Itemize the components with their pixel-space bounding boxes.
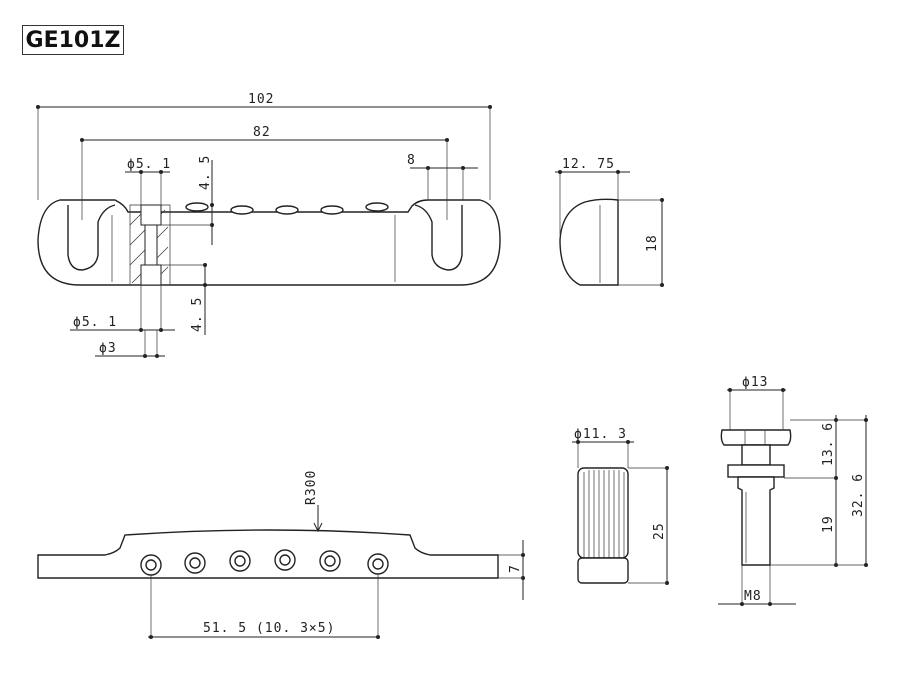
dim-side-height: 18	[645, 234, 660, 252]
dim-slot-width: 8	[407, 153, 416, 168]
dim-hole-dia-bottom: ϕ5. 1	[73, 315, 117, 330]
dim-top-total: 102	[248, 92, 274, 107]
stud-bolt	[718, 388, 868, 606]
model-title: GE101Z	[22, 25, 124, 55]
dim-string-spacing: 51. 5 (10. 3×5)	[203, 621, 335, 636]
dim-stud-total: 32. 6	[851, 473, 866, 517]
dim-hole-small: ϕ3	[99, 341, 117, 356]
tailpiece-front-view	[37, 505, 525, 639]
knurled-post	[572, 440, 669, 585]
dim-hole-dia-top: ϕ5. 1	[127, 157, 171, 172]
dim-height-front: 7	[508, 564, 523, 573]
dim-post-height: 25	[652, 522, 667, 540]
dim-stud-upper: 13. 6	[821, 422, 836, 466]
dim-stud-head-dia: ϕ13	[742, 375, 768, 390]
dim-side-width: 12. 75	[562, 157, 615, 172]
dim-post-dia: ϕ11. 3	[574, 427, 627, 442]
dim-slot-depth-top: 4. 5	[198, 155, 213, 190]
string-saddles	[140, 549, 389, 576]
dim-stud-thread: M8	[744, 589, 762, 604]
dimension-lines-top	[36, 105, 492, 358]
dim-radius: R300	[304, 470, 319, 505]
tailpiece-side-view	[555, 170, 664, 287]
dim-stud-thread-len: 19	[821, 515, 836, 533]
dim-top-span: 82	[253, 125, 271, 140]
dim-slot-depth-bottom: 4. 5	[190, 297, 205, 332]
tailpiece-top-view	[37, 199, 501, 286]
